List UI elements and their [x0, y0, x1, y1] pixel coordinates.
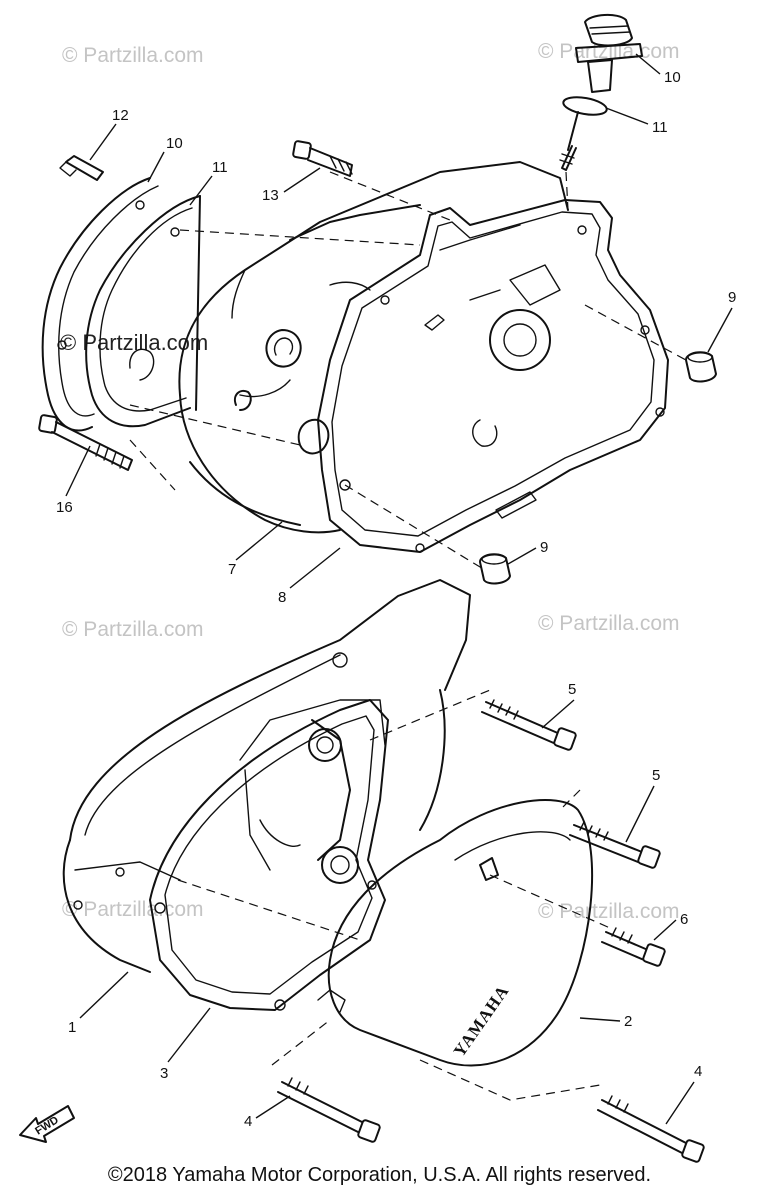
copyright-notice: ©2018 Yamaha Motor Corporation, U.S.A. A… — [107, 1164, 652, 1186]
assembly-guides-upper — [129, 171, 696, 571]
outer-cover-1 — [62, 579, 471, 973]
callout-15: 13 — [262, 187, 279, 204]
watermark: © Partzilla.com — [538, 900, 680, 923]
callout-14: 12 — [112, 107, 129, 124]
callout-6: 6 — [680, 911, 688, 928]
callout-13: 11 — [212, 159, 228, 176]
fwd-arrow-icon: FWD — [19, 1105, 75, 1143]
dowel-pin-9-lower — [479, 553, 511, 585]
callout-16: 16 — [56, 499, 73, 516]
callout-9-lower: 9 — [540, 539, 548, 556]
callout-7: 7 — [228, 561, 236, 578]
generator-cover-2: YAMAHA — [317, 799, 593, 1067]
bolt-15 — [292, 140, 353, 177]
callout-5-lower: 5 — [652, 767, 660, 784]
gasket-8 — [317, 199, 669, 553]
callout-12: 10 — [166, 135, 183, 152]
gasket-3 — [149, 699, 389, 1011]
callout-3: 3 — [160, 1065, 168, 1082]
callout-4-right: 4 — [694, 1063, 702, 1080]
callout-1: 1 — [68, 1019, 76, 1036]
oil-filler-cap-10 — [575, 14, 643, 93]
assembly-guides-lower — [177, 689, 611, 1101]
callout-5-upper: 5 — [568, 681, 576, 698]
bolt-16 — [38, 414, 133, 471]
callout-11: 11 — [652, 119, 668, 136]
watermark: © Partzilla.com — [62, 44, 204, 67]
callout-9-upper: 9 — [728, 289, 736, 306]
callout-8: 8 — [278, 589, 286, 606]
callout-2: 2 — [624, 1013, 632, 1030]
bolt-5-lower — [569, 821, 661, 869]
watermark: © Partzilla.com — [538, 612, 680, 635]
bolt-4-left — [277, 1077, 381, 1143]
callout-4-left: 4 — [244, 1113, 252, 1130]
bolt-5-upper — [481, 699, 577, 751]
dowel-pin-9-upper — [685, 351, 717, 383]
callout-10: 10 — [664, 69, 681, 86]
bolt-6 — [601, 927, 666, 967]
watermark: © Partzilla.com — [62, 618, 204, 641]
dipstick — [559, 111, 579, 171]
callouts: 12 10 11 13 10 11 9 16 7 9 8 5 5 — [56, 53, 736, 1130]
gasket-12 — [41, 177, 159, 432]
yamaha-emblem: YAMAHA — [450, 982, 513, 1061]
bolt-4-right — [597, 1095, 705, 1163]
watermark: © Partzilla.com — [538, 40, 680, 63]
bolt-14 — [59, 155, 104, 181]
o-ring-11 — [562, 96, 608, 116]
crankcase-cover-7 — [178, 161, 569, 534]
